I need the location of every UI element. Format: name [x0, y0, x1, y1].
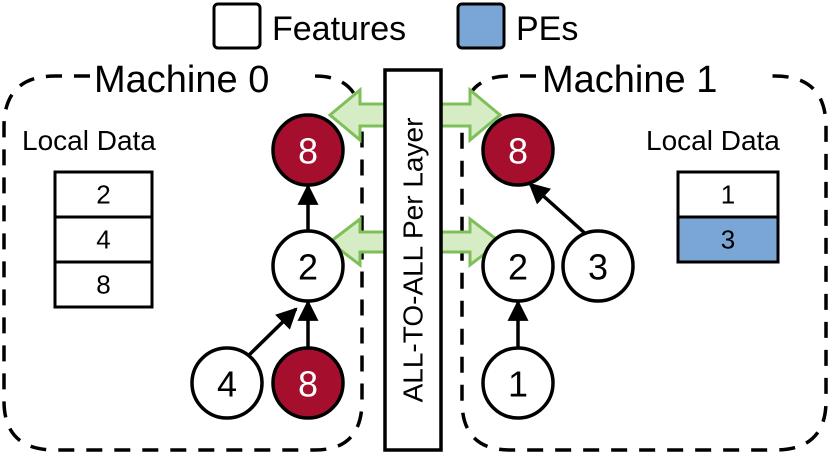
graph-node-machine1-bottom: 1 — [481, 346, 555, 420]
graph-node-circle — [481, 229, 555, 303]
machine-0-title: Machine 0 — [94, 59, 269, 101]
graph-node-label: 3 — [588, 247, 608, 288]
machine-1: Machine 1 Local Data 13 — [460, 59, 828, 452]
all-to-all-banner-text: ALL-TO-ALL Per Layer — [398, 118, 429, 403]
graph-node-machine0-mid: 2 — [271, 229, 345, 303]
machine-1-title: Machine 1 — [542, 59, 717, 101]
graph-node-machine0-bottom-left: 4 — [190, 346, 264, 420]
all-to-all-banner-box — [383, 68, 443, 452]
machine-0: Machine 0 Local Data 2 4 8 — [2, 59, 364, 452]
graph-node-label: 1 — [508, 364, 528, 405]
local-data-cell — [53, 170, 154, 219]
local-data-value: 8 — [96, 270, 110, 300]
machine-0-border — [2, 74, 364, 452]
legend-pes-label: PEs — [516, 10, 578, 48]
legend: Features PEs — [212, 2, 578, 50]
machine-1-border — [460, 74, 828, 452]
edge-m1-midright-to-top — [528, 182, 590, 238]
local-data-value: 4 — [96, 225, 110, 255]
graph-node-circle — [271, 113, 345, 187]
local-data-cell — [676, 215, 780, 264]
machine-1-local-data-table: 13 — [676, 170, 780, 264]
graph-node-label: 4 — [217, 364, 237, 405]
graph-node-machine0-bottom-right: 8 — [271, 346, 345, 420]
graph-node-label: 8 — [298, 131, 318, 172]
graph-nodes: 8 2 4 8 8 2 3 1 — [190, 113, 635, 420]
graph-node-machine1-mid-right: 3 — [561, 229, 635, 303]
local-data-cell — [676, 170, 780, 219]
graph-node-label: 2 — [298, 247, 318, 288]
graph-edges — [246, 182, 590, 358]
local-data-cell — [53, 215, 154, 264]
graph-node-circle — [190, 346, 264, 420]
graph-node-machine1-top: 8 — [481, 113, 555, 187]
graph-node-label: 2 — [508, 247, 528, 288]
graph-node-circle — [481, 346, 555, 420]
graph-node-label: 8 — [508, 131, 528, 172]
local-data-value: 2 — [96, 180, 110, 210]
machine-0-local-data-title: Local Data — [22, 125, 156, 156]
graph-node-circle — [561, 229, 635, 303]
all-to-all-banner: ALL-TO-ALL Per Layer — [383, 68, 443, 452]
machine-1-local-data-title: Local Data — [646, 125, 780, 156]
local-data-cell — [53, 260, 154, 309]
local-data-value: 3 — [721, 225, 735, 255]
legend-features-label: Features — [272, 10, 406, 48]
graph-node-machine0-top: 8 — [271, 113, 345, 187]
graph-node-circle — [271, 229, 345, 303]
machine-0-local-data-table: 2 4 8 — [53, 170, 154, 309]
graph-node-machine1-mid-left: 2 — [481, 229, 555, 303]
edge-m0-bottomleft-to-mid — [246, 307, 298, 358]
legend-pes-swatch — [456, 2, 506, 50]
graph-node-circle — [481, 113, 555, 187]
graph-node-circle — [271, 346, 345, 420]
local-data-value: 1 — [721, 180, 735, 210]
graph-node-label: 8 — [298, 364, 318, 405]
legend-features-swatch — [212, 2, 262, 50]
